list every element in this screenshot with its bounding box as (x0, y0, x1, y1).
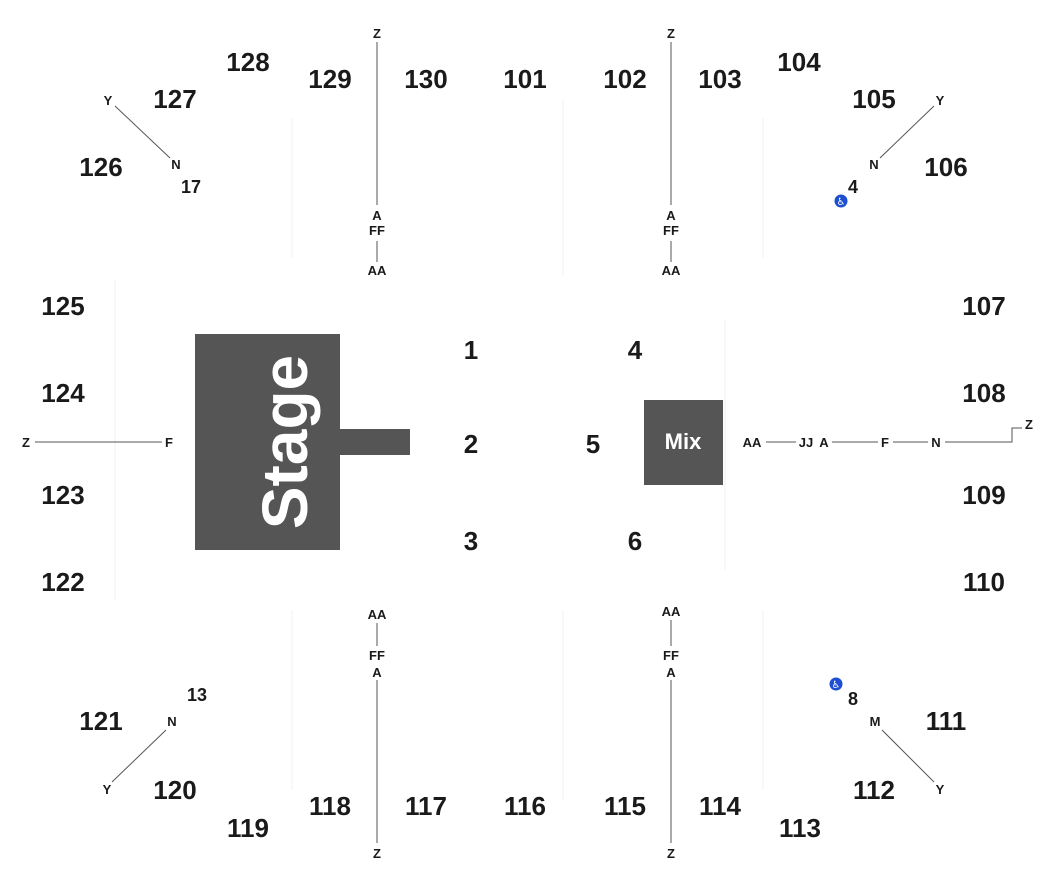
stage[interactable]: Stage (195, 334, 410, 550)
section-110[interactable]: 110 (963, 567, 1005, 597)
svg-text:♿: ♿ (832, 680, 841, 691)
section-112[interactable]: 112 (853, 775, 895, 805)
svg-text:♿: ♿ (837, 197, 846, 208)
section-104[interactable]: 104 (777, 47, 821, 77)
row-label-aa: AA (662, 604, 681, 619)
row-label-8: 8 (848, 689, 858, 709)
section-109[interactable]: 109 (962, 480, 1005, 510)
row-label-n: N (171, 157, 180, 172)
floor-section-5[interactable]: 5 (586, 429, 600, 459)
mix-booth: Mix (644, 400, 723, 485)
section-120[interactable]: 120 (153, 775, 196, 805)
section-103[interactable]: 103 (698, 64, 741, 94)
section-124[interactable]: 124 (41, 378, 85, 408)
section-123[interactable]: 123 (41, 480, 84, 510)
aisle-lines (35, 42, 1022, 843)
section-107[interactable]: 107 (962, 291, 1005, 321)
section-127[interactable]: 127 (153, 84, 196, 114)
section-101[interactable]: 101 (503, 64, 546, 94)
section-129[interactable]: 129 (308, 64, 351, 94)
section-126[interactable]: 126 (79, 152, 122, 182)
section-122[interactable]: 122 (41, 567, 84, 597)
row-label-y: Y (104, 93, 113, 108)
row-label-m: M (870, 714, 881, 729)
row-label-aa: AA (662, 263, 681, 278)
wheelchair-icon: ♿ (829, 677, 843, 691)
row-label-n: N (167, 714, 176, 729)
floor-section-6[interactable]: 6 (628, 526, 642, 556)
section-128[interactable]: 128 (226, 47, 269, 77)
stage-label: Stage (249, 355, 321, 529)
aisle-105-106 (879, 105, 935, 159)
section-116[interactable]: 116 (504, 791, 546, 821)
section-105[interactable]: 105 (852, 84, 895, 114)
section-106[interactable]: 106 (924, 152, 967, 182)
row-label-z: Z (373, 26, 381, 41)
row-label-y: Y (103, 782, 112, 797)
row-label-a: A (819, 435, 829, 450)
row-label-4: 4 (848, 177, 858, 197)
row-label-a: A (666, 208, 676, 223)
section-114[interactable]: 114 (699, 791, 741, 821)
mix-label: Mix (665, 429, 702, 454)
aisle-111-112 (881, 729, 935, 783)
row-label-y: Y (936, 93, 945, 108)
floor-sections: 1 2 3 4 5 6 (464, 335, 643, 556)
row-label-z: Z (22, 435, 30, 450)
floor-section-2[interactable]: 2 (464, 429, 478, 459)
row-label-f: F (881, 435, 889, 450)
wheelchair-icon: ♿ (834, 194, 848, 208)
row-label-aa: AA (368, 263, 387, 278)
section-102[interactable]: 102 (603, 64, 646, 94)
section-111[interactable]: 111 (926, 706, 967, 736)
row-label-ff: FF (663, 223, 679, 238)
section-113[interactable]: 113 (779, 813, 821, 843)
floor-section-3[interactable]: 3 (464, 526, 478, 556)
section-121[interactable]: 121 (79, 706, 122, 736)
row-label-n: N (869, 157, 878, 172)
section-108[interactable]: 108 (962, 378, 1005, 408)
section-115[interactable]: 115 (604, 791, 646, 821)
floor-section-1[interactable]: 1 (464, 335, 478, 365)
row-label-z: Z (667, 846, 675, 861)
row-label-f: F (165, 435, 173, 450)
section-117[interactable]: 117 (405, 791, 447, 821)
row-label-ff: FF (369, 648, 385, 663)
row-label-a: A (372, 208, 382, 223)
row-label-13: 13 (187, 685, 207, 705)
row-label-z: Z (373, 846, 381, 861)
aisle-120-121 (111, 729, 167, 783)
row-label-aa: AA (368, 607, 387, 622)
seating-sections: 101 102 103 104 105 106 107 108 109 110 … (41, 47, 1005, 843)
section-125[interactable]: 125 (41, 291, 84, 321)
row-label-z: Z (667, 26, 675, 41)
section-130[interactable]: 130 (404, 64, 447, 94)
row-label-a: A (666, 665, 676, 680)
section-boundaries (114, 100, 764, 800)
row-label-n: N (931, 435, 940, 450)
floor-section-4[interactable]: 4 (628, 335, 643, 365)
row-label-jj: JJ (799, 435, 813, 450)
section-119[interactable]: 119 (227, 813, 269, 843)
row-label-ff: FF (663, 648, 679, 663)
row-label-a: A (372, 665, 382, 680)
aisle-126-127 (114, 105, 171, 159)
row-label-17: 17 (181, 177, 201, 197)
row-label-ff: FF (369, 223, 385, 238)
row-labels: Z A FF AA Z A FF AA Y N 17 Y N 4 Z F AA … (22, 26, 1033, 861)
row-label-aa: AA (743, 435, 762, 450)
row-label-y: Y (936, 782, 945, 797)
row-label-z: Z (1025, 417, 1033, 432)
section-118[interactable]: 118 (309, 791, 351, 821)
